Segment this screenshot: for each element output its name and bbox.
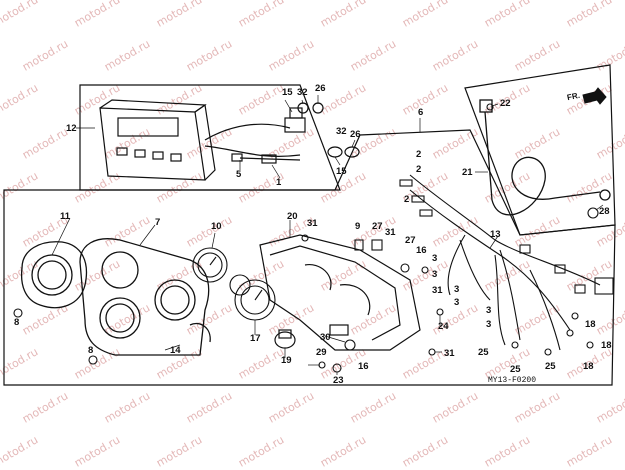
callout-19: 19 [281,355,292,366]
callout-25: 25 [545,361,556,372]
callout-28: 28 [599,206,610,217]
callout-18: 18 [601,340,612,351]
callout-3: 3 [454,297,460,308]
callout-10: 10 [211,221,222,232]
callout-24: 24 [438,321,449,332]
callout-3: 3 [432,269,438,280]
callout-13: 13 [490,229,501,240]
callout-21: 21 [462,167,473,178]
callout-2: 2 [416,164,422,175]
callout-3: 3 [486,305,492,316]
callout-26: 26 [315,83,326,94]
bulb-socket [274,329,296,349]
callout-1: 1 [276,177,282,188]
callout-30: 30 [320,332,331,343]
display-unit [99,99,301,181]
callout-9: 9 [355,221,361,232]
connector-top [284,102,324,133]
callout-18: 18 [585,319,596,330]
callout-17: 17 [250,333,261,344]
callout-31: 31 [307,218,318,229]
callout-20: 20 [287,211,298,222]
callout-7: 7 [155,217,161,228]
callout-29: 29 [316,347,327,358]
callout-8: 8 [88,345,94,356]
callout-15: 15 [282,87,293,98]
callout-2: 2 [416,149,422,160]
diagram-code: MY13-F0200 [488,376,537,385]
callout-31: 31 [444,348,455,359]
front-arrow [582,87,607,105]
callout-26: 26 [350,129,361,140]
callout-8: 8 [14,317,20,328]
callout-11: 11 [60,211,71,222]
callout-3: 3 [486,319,492,330]
callout-25: 25 [478,347,489,358]
main-frame [3,129,616,386]
callout-16: 16 [416,245,427,256]
callout-6: 6 [418,107,424,118]
leader-lines [51,95,604,375]
callout-31: 31 [385,227,396,238]
callout-3: 3 [432,253,438,264]
callout-27: 27 [405,235,416,246]
small-bolts [13,103,599,373]
callout-2: 2 [404,194,410,205]
callout-27: 27 [372,221,383,232]
inset-frame-display [79,84,341,191]
callout-16: 16 [358,361,369,372]
callout-15: 15 [336,166,347,177]
gauge-housing [79,238,211,356]
callout-12: 12 [66,123,77,134]
callout-32: 32 [297,87,308,98]
callout-31: 31 [432,285,443,296]
callout-5: 5 [236,169,242,180]
callout-32: 32 [336,126,347,137]
callout-3: 3 [454,284,460,295]
callout-23: 23 [333,375,344,386]
callout-14: 14 [170,345,181,356]
speedometer-cable [479,99,611,216]
wiring-harness [399,174,614,356]
meter-case [259,234,421,351]
callout-22: 22 [500,98,511,109]
callout-18: 18 [583,361,594,372]
callout-25: 25 [510,364,521,375]
